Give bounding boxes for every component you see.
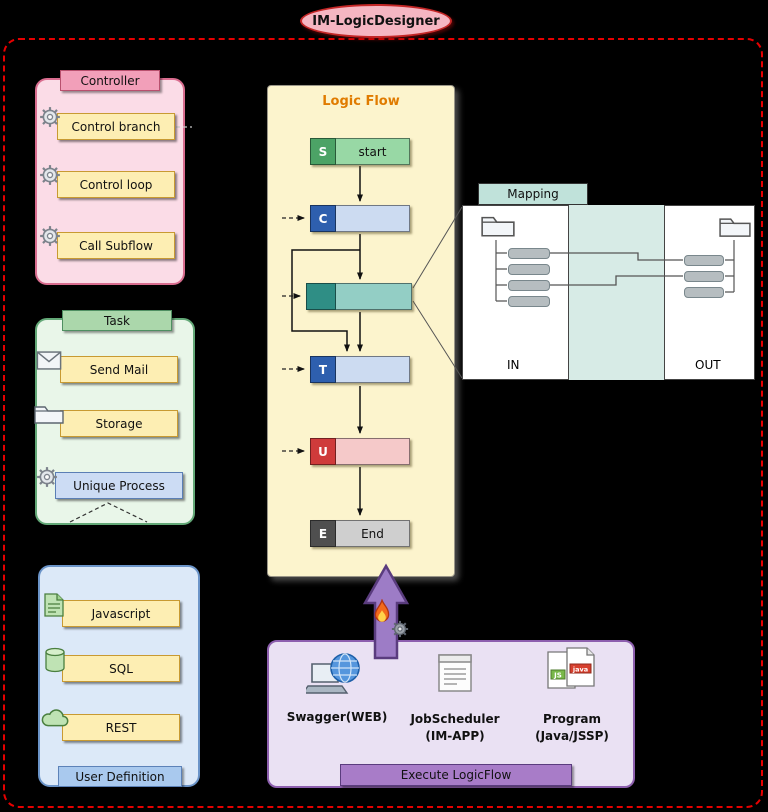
- gear-icon: [39, 225, 61, 247]
- flow-node-task[interactable]: T: [310, 356, 410, 383]
- execute-item-jobscheduler-label: JobScheduler: [410, 712, 500, 726]
- flow-node-label: [336, 283, 412, 310]
- java-badge: java: [572, 666, 588, 674]
- gear-icon: [36, 466, 58, 488]
- mapping-in-label: IN: [507, 358, 520, 372]
- mapping-field-in: [508, 248, 550, 259]
- palette-item-sql[interactable]: SQL: [62, 655, 180, 682]
- mapping-field-out: [684, 255, 724, 266]
- gear-icon: [391, 620, 409, 638]
- flow-node-control[interactable]: C: [310, 205, 410, 232]
- execute-tab: Execute LogicFlow: [340, 764, 572, 786]
- palette-item-send-mail[interactable]: Send Mail: [60, 356, 178, 383]
- mapping-field-out: [684, 287, 724, 298]
- execute-item-swagger-label: Swagger(WEB): [286, 710, 388, 724]
- document-icon: [437, 652, 473, 694]
- diagram-title-badge: IM-LogicDesigner: [300, 4, 452, 38]
- palette-item-label: REST: [105, 720, 137, 735]
- js-badge: JS: [553, 672, 562, 680]
- flow-node-key: C: [310, 205, 336, 232]
- flow-node-key: E: [310, 520, 336, 547]
- folder-icon: [719, 213, 751, 239]
- flow-node-start[interactable]: S start: [310, 138, 410, 165]
- flow-node-key: S: [310, 138, 336, 165]
- palette-item-javascript[interactable]: Javascript: [62, 600, 180, 627]
- palette-item-unique-process[interactable]: Unique Process: [55, 472, 183, 499]
- palette-item-control-branch[interactable]: Control branch: [57, 113, 175, 140]
- palette-item-label: Unique Process: [73, 478, 165, 493]
- flow-node-end[interactable]: E End: [310, 520, 410, 547]
- page-title: IM-LogicDesigner: [312, 13, 440, 29]
- flow-node-label: End: [336, 520, 410, 547]
- controller-tab: Controller: [60, 70, 160, 91]
- palette-item-label: Control loop: [79, 177, 153, 192]
- mapping-tab: Mapping: [478, 183, 588, 205]
- gear-icon: [39, 106, 61, 128]
- flow-node-label: [336, 205, 410, 232]
- execute-item-jobscheduler-sublabel: (IM-APP): [425, 729, 485, 743]
- code-files-icon: JS java: [545, 646, 597, 694]
- flow-node-user[interactable]: U: [310, 438, 410, 465]
- user-definition-tab: User Definition: [58, 766, 182, 787]
- mapping-field-in: [508, 264, 550, 275]
- flow-node-label: [336, 356, 410, 383]
- flow-node-label: [336, 438, 410, 465]
- cloud-icon: [40, 707, 70, 728]
- mail-icon: [36, 351, 62, 370]
- script-icon: [44, 592, 64, 618]
- palette-item-rest[interactable]: REST: [62, 714, 180, 741]
- logic-flow-title: Logic Flow: [322, 94, 400, 109]
- mapping-field-in: [508, 280, 550, 291]
- palette-item-label: Send Mail: [89, 362, 149, 377]
- palette-item-label: SQL: [109, 661, 133, 676]
- palette-item-label: Call Subflow: [79, 238, 153, 253]
- mapping-field-out: [684, 271, 724, 282]
- folder-icon: [481, 211, 515, 239]
- palette-item-control-loop[interactable]: Control loop: [57, 171, 175, 198]
- flow-node-key: [306, 283, 336, 310]
- execute-item-program-label: Program: [542, 712, 602, 726]
- flow-node-label: start: [336, 138, 410, 165]
- folder-icon: [34, 403, 64, 424]
- mapping-out-label: OUT: [695, 358, 721, 372]
- flow-node-key: T: [310, 356, 336, 383]
- mapping-middle-band: [568, 205, 665, 380]
- palette-item-call-subflow[interactable]: Call Subflow: [57, 232, 175, 259]
- execute-item-program-sublabel: (Java/JSSP): [535, 729, 609, 743]
- task-tab: Task: [62, 310, 172, 331]
- palette-item-label: Storage: [95, 416, 143, 431]
- diagram-border: [3, 38, 763, 808]
- database-icon: [44, 647, 66, 673]
- palette-item-label: Javascript: [91, 606, 151, 621]
- palette-item-label: Control branch: [71, 119, 161, 134]
- flow-node-mapping[interactable]: [306, 283, 412, 310]
- flow-node-key: U: [310, 438, 336, 465]
- fire-icon: [371, 598, 393, 628]
- globe-laptop-icon: [301, 652, 364, 698]
- palette-item-storage[interactable]: Storage: [60, 410, 178, 437]
- gear-icon: [39, 164, 61, 186]
- mapping-field-in: [508, 296, 550, 307]
